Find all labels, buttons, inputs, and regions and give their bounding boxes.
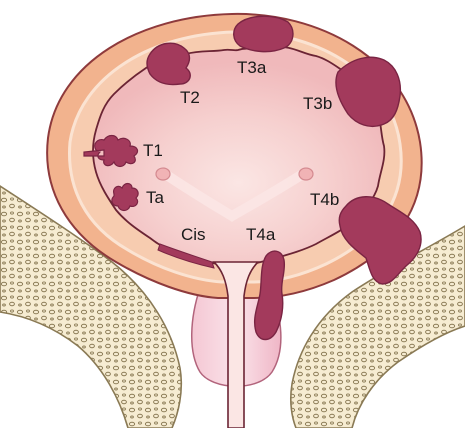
label-t1: T1 xyxy=(143,141,163,160)
label-t4b: T4b xyxy=(310,190,339,209)
tumor-t3a xyxy=(234,16,293,51)
label-ta: Ta xyxy=(146,188,165,207)
label-t3a: T3a xyxy=(237,58,267,77)
label-t2: T2 xyxy=(180,88,200,107)
right-ureteric-orifice xyxy=(299,168,313,180)
label-cis: Cis xyxy=(181,225,206,244)
tumor-t2 xyxy=(147,43,190,84)
label-t4a: T4a xyxy=(246,225,276,244)
label-t3b: T3b xyxy=(303,94,332,113)
left-ureteric-orifice xyxy=(156,168,170,180)
